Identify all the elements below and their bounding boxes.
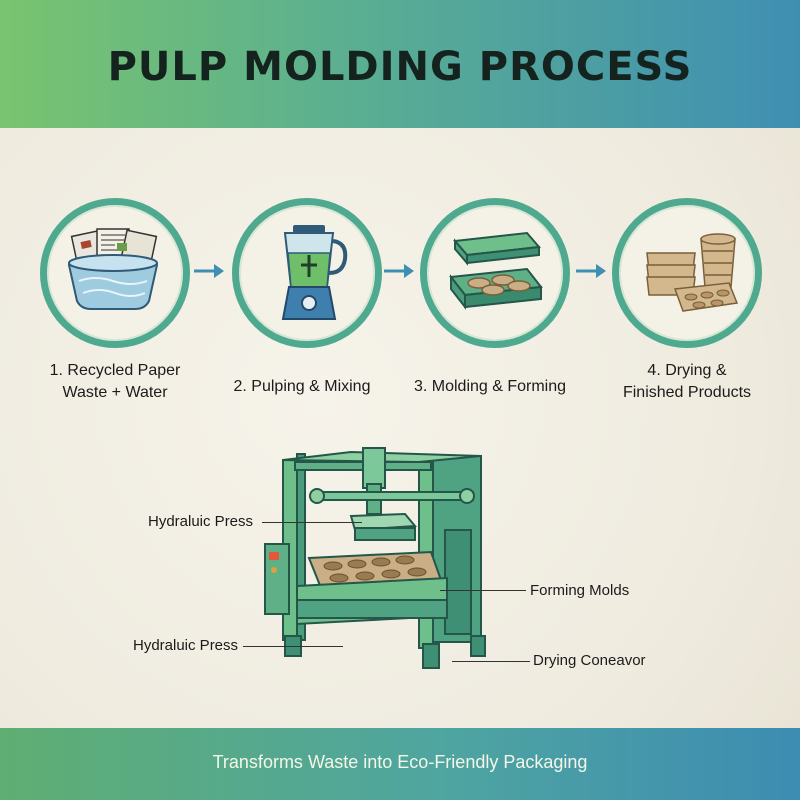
callout-hydraulic-press-top: Hydraluic Press [148,513,254,530]
step-3-label-line1: 3. Molding & Forming [413,378,567,395]
step-2-label-line1: 2. Pulping & Mixing [233,378,371,395]
callout-hydraulic-press-bottom: Hydraluic Press [133,637,239,654]
blender-icon [281,225,348,320]
footer-banner: Transforms Waste into Eco-Friendly Packa… [0,728,800,800]
step-2-circle [232,198,382,348]
header-banner: PULP MOLDING PROCESS [0,0,800,128]
callout-drying-conveyor: Drying Coneavor [533,652,646,669]
step-1-circle [40,198,190,348]
step-1-label-line1: 1. Recycled Paper [49,362,181,379]
step-4-circle [612,198,762,348]
page-title: PULP MOLDING PROCESS [107,44,693,90]
step-4-label: 4. Drying & Finished Products [597,360,777,404]
callout-line-forming-molds [440,590,526,591]
callout-line-press-top [262,522,362,523]
arrow-2-icon [384,264,414,278]
step-4-label-line2: Finished Products [622,384,752,401]
step-1-label: 1. Recycled Paper Waste + Water [25,360,205,404]
step-3-label: 3. Molding & Forming [400,376,580,398]
trays-icon [646,233,739,312]
step-3-circle [420,198,570,348]
pulp-molding-machine [264,447,486,669]
step-2-label: 2. Pulping & Mixing [212,376,392,398]
arrow-3-icon [576,264,606,278]
step-1-label-line2: Waste + Water [62,384,168,401]
footer-tagline: Transforms Waste into Eco-Friendly Packa… [212,752,588,772]
step-4-label-line1: 4. Drying & [647,362,727,379]
arrow-1-icon [194,264,224,278]
mold-icon [449,231,543,310]
paper-basin-icon [67,228,159,310]
callout-line-press-bottom [243,646,343,647]
callout-line-drying-conveyor [452,661,530,662]
callout-forming-molds: Forming Molds [530,582,630,599]
